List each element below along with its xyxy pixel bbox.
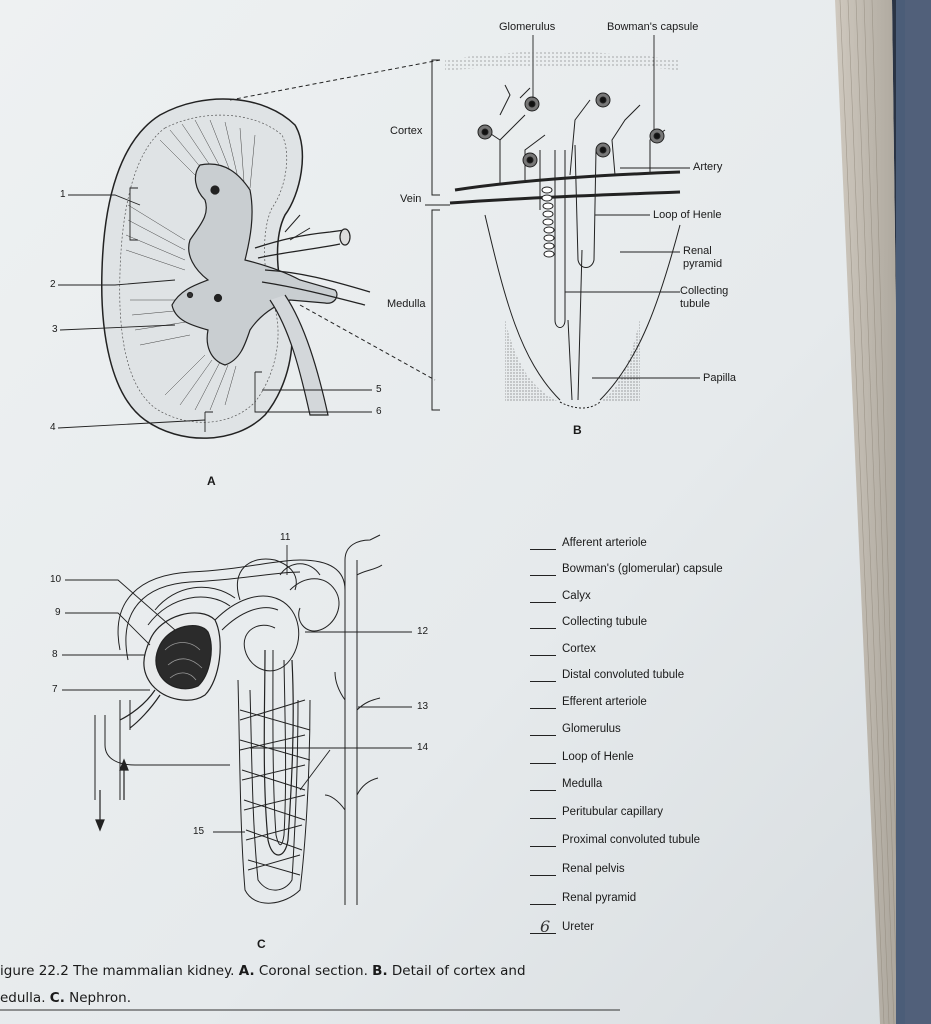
answer-blank[interactable] xyxy=(530,708,556,709)
caption-title: The mammalian kidney. xyxy=(73,963,235,979)
answer-term: Collecting tubule xyxy=(562,616,648,628)
answer-item: Collecting tubule xyxy=(530,616,770,632)
number-label-3: 3 xyxy=(52,324,58,335)
label-vein: Vein xyxy=(400,193,422,205)
answer-item: Efferent arteriole xyxy=(530,696,770,712)
label-collecting-tubule: Collecting tubule xyxy=(680,285,729,310)
caption-figure-number: igure 22.2 xyxy=(0,963,69,979)
label-medulla: Medulla xyxy=(387,298,426,310)
answer-blank[interactable] xyxy=(530,763,556,764)
number-label-9: 9 xyxy=(55,607,61,618)
ureter xyxy=(269,294,329,416)
renal-pelvis xyxy=(171,163,338,366)
answer-item: Bowman's (glomerular) capsule xyxy=(530,563,770,579)
answer-blank[interactable] xyxy=(530,818,556,819)
answer-blank[interactable] xyxy=(530,628,556,629)
number-label-15: 15 xyxy=(193,826,205,837)
answer-term: Renal pelvis xyxy=(562,863,625,875)
caption-medulla-fragment: edulla. xyxy=(0,990,46,1006)
answer-blank[interactable] xyxy=(530,602,556,603)
answer-blank[interactable] xyxy=(530,655,556,656)
number-label-2: 2 xyxy=(50,279,56,290)
answer-item: Afferent arteriole xyxy=(530,537,770,553)
figure-caption-line2: edulla. C. Nephron. xyxy=(0,990,620,1006)
answer-blank[interactable] xyxy=(530,790,556,791)
panel-label-c: C xyxy=(257,937,266,951)
answer-term: Efferent arteriole xyxy=(562,696,647,708)
answer-item: Renal pyramid xyxy=(530,892,770,908)
answer-blank[interactable] xyxy=(530,735,556,736)
answer-blank[interactable] xyxy=(530,933,556,934)
answer-term: Renal pyramid xyxy=(562,892,637,904)
answer-term: Distal convoluted tubule xyxy=(562,669,685,681)
number-label-7: 7 xyxy=(52,684,58,695)
number-label-8: 8 xyxy=(52,649,58,660)
answer-item: Peritubular capillary xyxy=(530,806,770,822)
answer-item: Medulla xyxy=(530,778,770,794)
answer-item: 6 Ureter xyxy=(530,917,770,937)
label-renal-pyramid: Renal pyramid xyxy=(683,245,723,270)
answer-term: Proximal convoluted tubule xyxy=(562,834,701,846)
label-papilla: Papilla xyxy=(703,372,737,384)
label-cortex: Cortex xyxy=(390,125,423,137)
figure-caption-line1: igure 22.2 The mammalian kidney. A. Coro… xyxy=(0,963,620,979)
number-label-1: 1 xyxy=(60,189,66,200)
answer-blank[interactable] xyxy=(530,549,556,550)
peritubular-capillary-loop xyxy=(237,679,311,904)
answer-blank[interactable] xyxy=(530,681,556,682)
answer-term: Ureter xyxy=(562,921,594,933)
number-label-12: 12 xyxy=(417,626,429,637)
label-glomerulus: Glomerulus xyxy=(499,21,556,33)
answer-item: Cortex xyxy=(530,643,770,659)
answer-blank[interactable] xyxy=(530,875,556,876)
answer-term: Glomerulus xyxy=(562,723,621,735)
caption-text-c: Nephron. xyxy=(69,990,132,1006)
answer-term: Medulla xyxy=(562,778,603,790)
answer-blank[interactable] xyxy=(530,575,556,576)
number-label-4: 4 xyxy=(50,422,56,433)
label-loop-of-henle: Loop of Henle xyxy=(653,209,722,221)
caption-text-b: Detail of cortex and xyxy=(391,963,526,979)
answer-item: Loop of Henle xyxy=(530,751,770,767)
answer-blank[interactable] xyxy=(530,904,556,905)
answer-item: Renal pelvis xyxy=(530,863,770,879)
answer-term: Bowman's (glomerular) capsule xyxy=(562,563,723,575)
caption-key-c: C. xyxy=(49,990,65,1006)
number-label-11: 11 xyxy=(280,532,291,543)
panel-label-b: B xyxy=(573,423,582,437)
caption-key-a: A. xyxy=(238,963,255,979)
answer-blank[interactable] xyxy=(530,846,556,847)
answer-item: Glomerulus xyxy=(530,723,770,739)
caption-text-a: Coronal section. xyxy=(258,963,368,979)
collecting-duct xyxy=(344,560,358,905)
answer-term: Peritubular capillary xyxy=(562,806,663,818)
answer-written: 6 xyxy=(540,917,551,936)
number-label-6: 6 xyxy=(376,406,382,417)
number-label-10: 10 xyxy=(50,574,62,585)
number-label-5: 5 xyxy=(376,384,382,395)
answer-item: Proximal convoluted tubule xyxy=(530,834,770,850)
answer-term: Afferent arteriole xyxy=(562,537,647,549)
answer-item: Distal convoluted tubule xyxy=(530,669,770,685)
number-label-14: 14 xyxy=(417,742,429,753)
label-artery: Artery xyxy=(693,161,723,173)
panel-label-a: A xyxy=(207,474,216,488)
answer-term: Loop of Henle xyxy=(562,751,634,763)
answer-term: Calyx xyxy=(562,590,591,602)
label-bowmans-capsule: Bowman's capsule xyxy=(607,21,699,33)
number-label-13: 13 xyxy=(417,701,429,712)
answer-term: Cortex xyxy=(562,643,596,655)
caption-key-b: B. xyxy=(372,963,388,979)
answer-item: Calyx xyxy=(530,590,770,606)
